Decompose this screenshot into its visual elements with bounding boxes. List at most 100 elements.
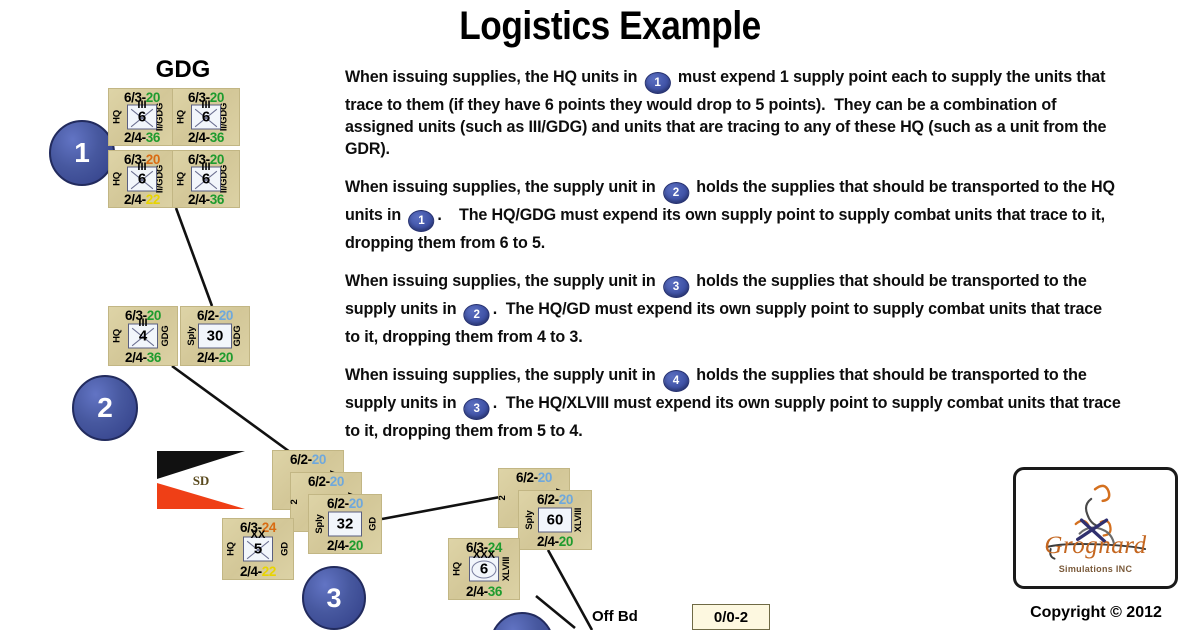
counter-bottom-separator: - [554,534,560,549]
counter-top-right-value: 20 [348,496,364,511]
counter-bottom-right-value: 36 [209,130,225,145]
counter-bottom-values: 2/4-20 [519,534,591,549]
counter-movement-value: 2/4 [124,130,142,145]
counter-top-values: 6/2-20 [309,496,381,511]
counter-movement-value: 2/4 [197,350,215,365]
counter-top-right-value: 20 [146,308,162,323]
counter-bottom-values: 2/4-22 [223,564,293,579]
counter-echelon-marker: XXX [472,549,496,561]
counter-bottom-values: 2/4-22 [109,192,175,207]
counter-bottom-values: 2/4-20 [181,350,249,365]
publisher-logo: Grognard Simulations INC [1013,467,1178,589]
counter-attack-value: 6/2 [197,308,215,323]
counter-supply-points: 5 [253,540,263,558]
counter-top-values: 6/3-20 [173,152,239,167]
step-circle-3: 3 [302,566,366,630]
counter-top-right-value: 20 [218,308,234,323]
counter-supply-points: 6 [479,560,489,578]
counter-bottom-right-value: 36 [146,350,162,365]
counter-bottom-values: 2/4-36 [109,350,177,365]
counter-echelon-marker: III [201,99,211,111]
counter-supply-points: 60 [546,511,564,529]
counter-attack-value: 6/2 [516,470,534,485]
counter-type-label: Sply [186,326,198,346]
counter-top-separator: - [325,474,331,489]
counter-top-right-value: 20 [558,492,574,507]
step-badge-3: 3 [662,276,690,299]
counter-movement-value: 2/4 [188,192,206,207]
counter-type-label: Sply [314,514,326,534]
paragraph-text: . The HQ/XLVIII must expend its own supp… [345,393,1126,441]
counter-movement-value: 2/4 [537,534,555,549]
step-badge-2: 2 [463,304,490,327]
counter-top-separator: - [141,152,147,167]
counter-top-separator: - [257,520,263,535]
off-board-label: Off Bd [592,608,638,625]
paragraph-text: holds the supplies that should be transp… [345,177,1120,225]
logo-wordmark: Grognard [1044,532,1147,559]
counter-oval-symbol-icon [471,560,497,578]
counter-top-separator: - [483,540,489,555]
counter-top-values: 6/3-20 [109,90,175,105]
counter-attack-value: 6/3 [466,540,484,555]
counter-bottom-separator: - [483,584,489,599]
counter-type-label: HQ [451,562,463,576]
counter-echelon-marker: III [137,161,147,173]
counter-type-label: 2 [289,499,301,505]
counter-bottom-separator: - [142,350,148,365]
counter-attack-value: 6/3 [240,520,258,535]
counter-bottom-separator: - [214,350,220,365]
instruction-paragraph: When issuing supplies, the supply unit i… [345,270,1121,348]
counter-type-label: Sply [524,510,536,530]
counter-echelon-marker: III [201,161,211,173]
counter-supply-points: 6 [201,170,211,188]
paragraph-text: When issuing supplies, the supply unit i… [345,271,660,291]
step-circle-2: 2 [72,375,138,441]
step-badge-4: 4 [662,370,690,393]
counter-bottom-values: 2/4-36 [173,130,239,145]
counter-bottom-separator: - [141,130,147,145]
counter-top-values: 6/2-20 [499,470,569,485]
counter-unit-symbol: 6 [127,104,157,130]
counter-echelon-marker: III [138,317,148,329]
counter-top-values: 6/3-20 [173,90,239,105]
counter-attack-value: 6/3 [188,152,206,167]
counter-top-right-value: 20 [209,90,225,105]
counter-top-right-value: 24 [487,540,503,555]
counter-top-right-value: 20 [209,152,225,167]
paragraph-text: holds the supplies that should be transp… [345,271,1091,319]
counter-bottom-separator: - [257,564,263,579]
counter-formation-label: GD [279,542,291,556]
paragraph-text: holds the supplies that should be transp… [345,365,1091,413]
counter-formation-label: GDG [159,325,171,347]
logo-figure-icon [1045,484,1147,560]
counter-unit-symbol: 30 [198,323,232,349]
counter-type-label: 2 [497,495,509,501]
page-title: Logistics Example [459,4,761,48]
instruction-paragraph: When issuing supplies, the HQ units in 1… [345,66,1121,160]
instruction-paragraph: When issuing supplies, the supply unit i… [345,176,1121,254]
counter-bottom-values: 2/4-36 [109,130,175,145]
counter-unit-symbol: 6 [191,166,221,192]
counter-supply-points: 6 [201,108,211,126]
counter-top-right-value: 20 [145,90,161,105]
paragraph-text: must expend 1 supply point each to suppl… [345,67,1111,159]
counter-type-label: HQ [225,542,237,556]
counter-supply-points: 30 [206,327,224,345]
counter-type-label: HQ [111,172,123,186]
instruction-paragraph: When issuing supplies, the supply unit i… [345,364,1121,442]
paragraph-text: When issuing supplies, the supply unit i… [345,365,660,385]
counter-echelon-marker: III [137,99,147,111]
counter-supply-points: 6 [137,108,147,126]
counter-formation-label: XLVIII [500,556,512,582]
counter-attack-value: 6/2 [308,474,326,489]
counter-top-values: 6/2-20 [519,492,591,507]
counter-top-values: 6/3-20 [109,308,177,323]
formation-pennants-icon: SD [157,451,245,509]
counter-bottom-values: 2/4-36 [173,192,239,207]
counter-attack-value: 6/3 [188,90,206,105]
counter-bottom-right-value: 36 [209,192,225,207]
